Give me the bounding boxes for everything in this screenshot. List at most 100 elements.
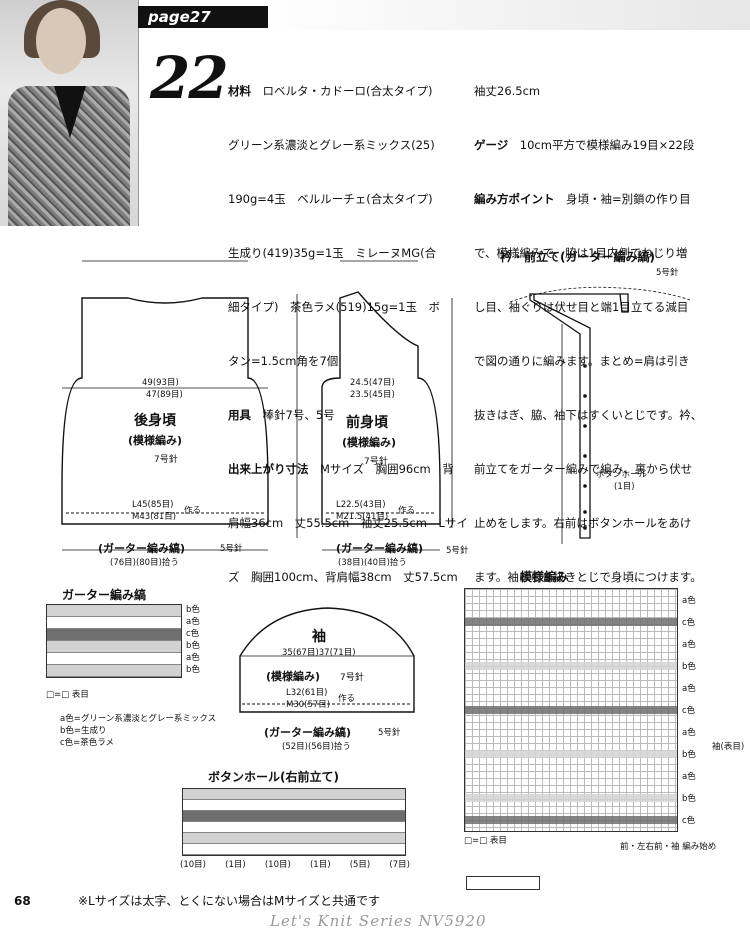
back-title: 後身頃: [134, 413, 176, 429]
back-foot: (76目)(80目)拾う: [110, 558, 179, 568]
pattern-row-label: a色: [682, 640, 696, 650]
sleeve-width: 35(67目)37(71目): [282, 648, 356, 658]
back-needle: 7号針: [154, 455, 178, 465]
sleeve-needle5: 5号針: [378, 728, 401, 738]
garter-band: [47, 617, 181, 629]
buttonhole-count-label: (1目): [225, 860, 246, 870]
pattern-row-label: a色: [682, 684, 696, 694]
materials-line-3: 生成り(419)35g=1玉 ミレーヌMG(合: [228, 246, 437, 260]
back-tsukuru: 作る: [184, 506, 202, 516]
garter-chart: [46, 604, 182, 678]
back-bottom-l: L45(85目): [132, 500, 174, 510]
buttonhole-label: ボタンホール: [596, 470, 648, 480]
pattern-row-label: b色: [682, 794, 696, 804]
sleeve-sub: (模様編み): [266, 670, 321, 683]
front-tsukuru: 作る: [398, 506, 416, 516]
cross-stitch-legend: [466, 876, 540, 890]
buttonhole-count-label: (1目): [309, 860, 331, 870]
pattern-chart: [464, 588, 678, 832]
buttonhole-markers: [583, 364, 587, 530]
points-line-6: 止めをします。右前はボタンホールをあけ: [474, 516, 692, 530]
size-line-1: 肩幅36cm 丈55.5cm 袖丈25.5cm Lサイ: [228, 516, 468, 530]
front-garter-label: (ガーター編み縞): [336, 542, 424, 555]
front-width: 24.5(47目): [350, 378, 395, 388]
sleeve-foot: (52目)(56目)拾う: [282, 742, 351, 752]
front-width-2: 23.5(45目): [350, 390, 395, 400]
collar-needle: 5号針: [656, 268, 679, 278]
front-sub: (模様編み): [342, 436, 397, 449]
sleeve-tsukuru: 作る: [338, 694, 356, 704]
front-foot: (38目)(40目)拾う: [338, 558, 407, 568]
size-line-0: Mサイズ 胸囲96cm 背: [320, 462, 454, 476]
buttonhole-counts: (10目) (1目) (10目) (1目) (5目) (7目): [180, 860, 410, 870]
points-line-7: ます。袖は引き抜きとじで身頃につけます。: [474, 570, 702, 584]
garter-row-label: b色: [186, 665, 200, 675]
garter-legend: □=□ 表目: [46, 690, 89, 700]
garter-band: [47, 665, 181, 677]
back-width-2: 47(89目): [146, 390, 183, 400]
pattern-band: [465, 816, 677, 824]
materials-label: 材料: [228, 84, 251, 98]
pattern-row-label: c色: [682, 618, 696, 628]
pattern-title: 模様編み: [520, 570, 569, 584]
sleeve-bottom-m: M30(57目): [286, 700, 331, 710]
points-label: 編み方ポイント: [474, 192, 555, 206]
garter-color-note-c: c色=茶色ラメ: [60, 738, 115, 748]
buttonhole-count: (1目): [614, 482, 635, 492]
header-band: [258, 0, 750, 30]
back-width: 49(93目): [142, 378, 179, 388]
materials-block: 材料 ロベルタ・カドーロ(合太タイプ) グリーン系濃淡とグレー系ミックス(25)…: [228, 46, 468, 604]
buttonhole-title: ボタンホール(右前立て): [208, 770, 339, 784]
collar-band-outline: [529, 293, 629, 539]
back-needle5: 5号針: [220, 544, 243, 554]
garter-color-note-b: b色=生成り: [60, 726, 107, 736]
points-line-1: で、模様編みで、脇は1目内側でねじり増: [474, 246, 688, 260]
front-bottom-m: M21.5(41目): [336, 512, 389, 522]
buttonhole-band: [183, 833, 405, 844]
pattern-legend: □=□ 表目: [464, 836, 507, 846]
materials-line-2: 190g=4玉 ベルルーチェ(合太タイプ): [228, 192, 433, 206]
sleeve-length-line: 袖丈26.5cm: [474, 84, 541, 98]
pattern-band: [465, 662, 677, 670]
back-sub: (模様編み): [128, 434, 183, 447]
materials-line-5: タン=1.5cm角を7個: [228, 354, 339, 368]
collar-guide: [509, 286, 691, 303]
buttonhole-count-label: (10目): [264, 860, 291, 870]
size-note: ※Lサイズは太字、とくにない場合はMサイズと共通です: [78, 894, 381, 908]
size-line-2: ズ 胸囲100cm、背肩幅38cm 丈57.5cm: [228, 570, 458, 584]
back-body-outline: [61, 297, 269, 525]
pattern-row-label: b色: [682, 662, 696, 672]
buttonhole-band: [183, 800, 405, 811]
pattern-row-label: c色: [682, 706, 696, 716]
pattern-number: 22: [150, 44, 229, 112]
schematic-svg: [61, 260, 691, 551]
pattern-row-label: a色: [682, 596, 696, 606]
front-body-outline: [321, 291, 441, 525]
buttonhole-chart: [182, 788, 406, 856]
pattern-row-label: a色: [682, 728, 696, 738]
garter-row-label: a色: [186, 653, 200, 663]
front-title: 前身頃: [346, 415, 388, 431]
front-needle: 7号針: [364, 457, 388, 467]
garter-row-label: c色: [186, 629, 200, 639]
garter-color-note-a: a色=グリーン系濃淡とグレー系ミックス: [60, 714, 217, 724]
method-block: 袖丈26.5cm ゲージ 10cm平方で模様編み19目×22段 編み方ポイント …: [474, 46, 744, 604]
sleeve-svg: [239, 607, 415, 713]
buttonhole-count-label: (5目): [349, 860, 371, 870]
page-number: 68: [14, 894, 31, 908]
sleeve-garter-label: (ガーター編み縞): [264, 726, 352, 739]
garter-band: [47, 641, 181, 653]
sleeve-needle: 7号針: [340, 673, 364, 683]
front-needle5: 5号針: [446, 546, 469, 556]
points-line-0: 身頃・袖=別鎖の作り目: [566, 192, 691, 206]
buttonhole-band: [183, 844, 405, 855]
buttonhole-count-label: (10目): [180, 860, 206, 870]
pattern-row-label: b色: [682, 750, 696, 760]
buttonhole-count-label: (7目): [389, 860, 410, 870]
series-brand: Let's Knit Series NV5920: [270, 912, 487, 930]
tools-value: 棒針7号、5号: [262, 408, 335, 422]
pattern-band: [465, 794, 677, 802]
sleeve-bottom-l: L32(61目): [286, 688, 328, 698]
